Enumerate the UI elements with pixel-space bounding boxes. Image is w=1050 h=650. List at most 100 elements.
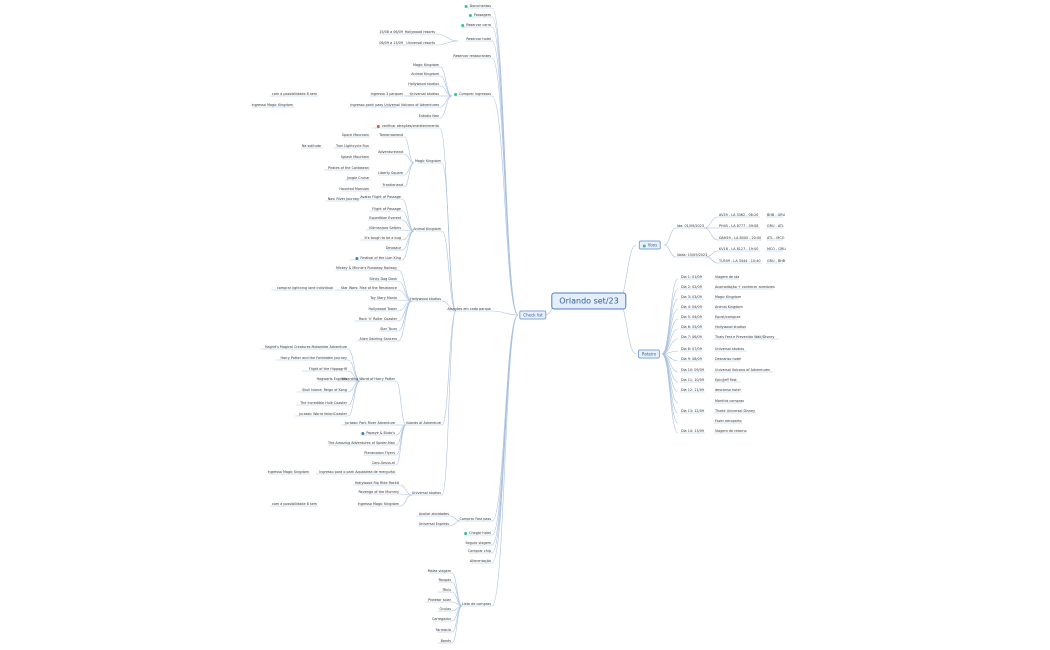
islands-item-0[interactable]: Jurassic Park River Adventure — [344, 421, 396, 425]
roteiro-desc-1[interactable]: Acomodação + conhecer arredores — [714, 285, 776, 289]
flight-ida-1[interactable]: PH45 - LA 8777 - 09:08 — [718, 224, 759, 228]
lista-de-compras[interactable]: Lista de compras — [461, 602, 492, 606]
roteiro-day-15[interactable]: Dia 14: 13/09 — [680, 429, 705, 433]
mk-area-1[interactable]: Adventureland — [377, 150, 404, 154]
lista-item-7[interactable]: Bonés — [440, 639, 452, 643]
roteiro-day-8[interactable]: Dia 9: 08/09 — [680, 357, 703, 361]
ak-item-2[interactable]: Expedition Everest — [368, 216, 402, 220]
route-ida-2[interactable]: ATL - MCO — [766, 236, 785, 240]
islands-sub-6[interactable]: Jurassic World VelociCoaster — [298, 412, 348, 416]
lista-item-5[interactable]: Carregador — [431, 617, 452, 621]
route-ida-1[interactable]: GRU - ATL — [766, 224, 785, 228]
roteiro-desc-0[interactable]: Viagem de ida — [714, 275, 740, 279]
hs-item-6[interactable]: Star Tours — [379, 327, 398, 331]
islands-item-3[interactable]: Pteranodon Flyers — [363, 451, 396, 455]
islands-sub-1[interactable]: Harry Potter and the Forbidden Journey — [279, 356, 348, 360]
atracoes-label[interactable]: Atrações em cada parque — [446, 307, 492, 311]
lista-item-3[interactable]: Protetor solar — [427, 598, 452, 602]
checklist-top-4[interactable]: Reservar restaurantes — [452, 54, 492, 58]
comprar-fast-pass[interactable]: Comprar Fast pass — [459, 517, 493, 521]
islands-sub-5[interactable]: The Incredible Hulk Coaster — [299, 401, 348, 405]
ingresso-note-2[interactable]: Ingresso Magic Kingdom — [251, 103, 294, 107]
islands-note-2[interactable]: Ingresso Magic Kingdom — [267, 470, 310, 474]
hs-item-3[interactable]: Toy Story Mania — [369, 296, 398, 300]
ingresso-note-1[interactable]: com a possibilidade 8 sem — [271, 92, 318, 96]
flight-ida-0[interactable]: AV39 - LA 3362 - 06:20 — [718, 213, 759, 217]
roteiro-day-7[interactable]: Dia 8: 07/09 — [680, 347, 703, 351]
ingresso-extra-1[interactable]: Ingresso 3 parques — [370, 92, 404, 96]
ingresso-2[interactable]: Hollywood studios — [407, 82, 440, 86]
route-volta-1[interactable]: GRU - BHB — [766, 259, 786, 263]
roteiro-day-4[interactable]: Dia 5: 04/09 — [680, 315, 703, 319]
hotel-name-1[interactable]: Universal resorts — [405, 41, 436, 45]
ak-item-3[interactable]: Kilimanjaro Safaris — [368, 226, 402, 230]
ak-item-4[interactable]: It's tough to be a bug — [364, 236, 402, 240]
roteiro-day-0[interactable]: Dia 1: 01/09 — [680, 275, 703, 279]
hotel-name-0[interactable]: Hollywood resorts — [404, 30, 436, 34]
lista-item-4[interactable]: Óculos — [439, 607, 452, 611]
hs-note[interactable]: comprar lightning lane individual — [276, 286, 334, 290]
universal-studios[interactable]: Universal studios — [411, 491, 442, 495]
hs-item-0[interactable]: Mickey & Minnie's Runaway Railway — [335, 266, 398, 270]
mk-item-0[interactable]: Space Mountain — [341, 133, 370, 137]
lista-item-2[interactable]: Tênis — [441, 588, 452, 592]
lista-item-0[interactable]: Malas viagem — [427, 569, 452, 573]
roteiro-desc-15[interactable]: Viagem de retorno — [714, 429, 748, 433]
roteiro-desc-9[interactable]: Universal Volcano of Adventures — [714, 368, 771, 372]
roteiro-day-2[interactable]: Dia 3: 03/09 — [680, 295, 703, 299]
islands-note[interactable]: Ingresso para o park Aquastrea de mergul… — [318, 470, 396, 474]
mk-item-4[interactable]: Jungle Cruise — [346, 176, 370, 180]
branch-voos[interactable]: Voos — [638, 240, 662, 250]
checklist-misc-1[interactable]: Seguro viagem — [464, 541, 492, 545]
hollywood-studios[interactable]: Hollywood studios — [409, 297, 442, 301]
checklist-top-2[interactable]: Reservar carro — [460, 23, 492, 27]
roteiro-desc-14[interactable]: Fazer aeroporto — [714, 419, 743, 423]
roteiro-day-11[interactable]: Dia 12: 11/09 — [680, 388, 705, 392]
ida-date[interactable]: Ida: 01/09/2023 — [676, 224, 705, 228]
mk-item-5[interactable]: Haunted Mansion — [338, 187, 370, 191]
us-item-2[interactable]: Ingresso Magic Kingdom — [357, 502, 400, 506]
islands-sub-4[interactable]: Skull Island: Reign of Kong — [301, 388, 348, 392]
ingresso-0[interactable]: Magic Kingdom — [412, 63, 440, 67]
ak-item-1[interactable]: Flight of Passage — [371, 207, 402, 211]
roteiro-desc-7[interactable]: Universal studios — [714, 347, 745, 351]
islands-item-2[interactable]: The Amazing Adventures of Spider-Man — [327, 441, 396, 445]
ingresso-3[interactable]: Universal studios — [409, 92, 440, 96]
branch-checklist[interactable]: Check list — [519, 310, 547, 320]
mk-item-1[interactable]: Tron Lightcycle Run — [335, 144, 370, 148]
mk-area-2[interactable]: Liberty Square — [377, 171, 404, 175]
islands-item-4[interactable]: Caro-Seuss-el — [371, 461, 396, 465]
roteiro-desc-5[interactable]: Hollywood studios — [714, 325, 747, 329]
roteiro-day-10[interactable]: Dia 11: 10/09 — [680, 378, 705, 382]
roteiro-desc-2[interactable]: Magic Kingdom — [714, 295, 742, 299]
checklist-top-0[interactable]: Documentos — [464, 4, 492, 8]
hotel-time-1[interactable]: 06/09 a 13/09 — [378, 41, 404, 45]
ak-item-5[interactable]: Dinosaur — [385, 246, 402, 250]
checklist-misc-0[interactable]: Chegar hotel — [463, 531, 492, 535]
mk-area-3[interactable]: Frontierland — [382, 183, 404, 187]
checklist-misc-2[interactable]: Comprar chip — [467, 549, 492, 553]
fastpass-item-0[interactable]: Avaliar atividades — [418, 512, 450, 516]
ingresso-extra-2[interactable]: Ingresso parki pass — [349, 103, 384, 107]
islands-sub-3[interactable]: Hogwarts Express — [316, 377, 348, 381]
mk-area-0[interactable]: Tomorrowland — [378, 133, 404, 137]
hotel-time-0[interactable]: 15/08 a 06/09 — [378, 30, 404, 34]
checklist-misc-3[interactable]: Alimentação — [469, 559, 492, 563]
mk-item-2[interactable]: Splash Mountain — [340, 155, 370, 159]
lista-item-1[interactable]: Roupas — [438, 578, 452, 582]
roteiro-desc-6[interactable]: Thais Fest e Prevenido Walt/Disney — [714, 335, 775, 339]
roteiro-desc-13[interactable]: Thode Universal Disney — [714, 409, 756, 413]
roteiro-desc-4[interactable]: Epcot/compras — [714, 315, 741, 319]
roteiro-desc-11[interactable]: descanso hotel — [714, 388, 742, 392]
ak-item-0[interactable]: Avatar Flight of Passage — [359, 195, 402, 199]
ingresso-1[interactable]: Animal Kingdom — [410, 72, 440, 76]
flight-volta-0[interactable]: KV18 - LA 8127 - 19:00 — [718, 247, 759, 251]
hs-item-1[interactable]: Slinky Dog Dash — [368, 277, 398, 281]
animal-kingdom[interactable]: Animal Kingdom — [412, 227, 442, 231]
roteiro-desc-12[interactable]: Monthis compras — [714, 399, 745, 403]
lista-item-6[interactable]: Farmácia — [435, 628, 452, 632]
checklist-top-1[interactable]: Passagem — [468, 13, 492, 17]
ingresso-5[interactable]: Estúdio Nex — [418, 114, 440, 118]
ak-item-6[interactable]: Festival of the Lion King — [354, 256, 402, 260]
roteiro-day-1[interactable]: Dia 2: 02/09 — [680, 285, 703, 289]
